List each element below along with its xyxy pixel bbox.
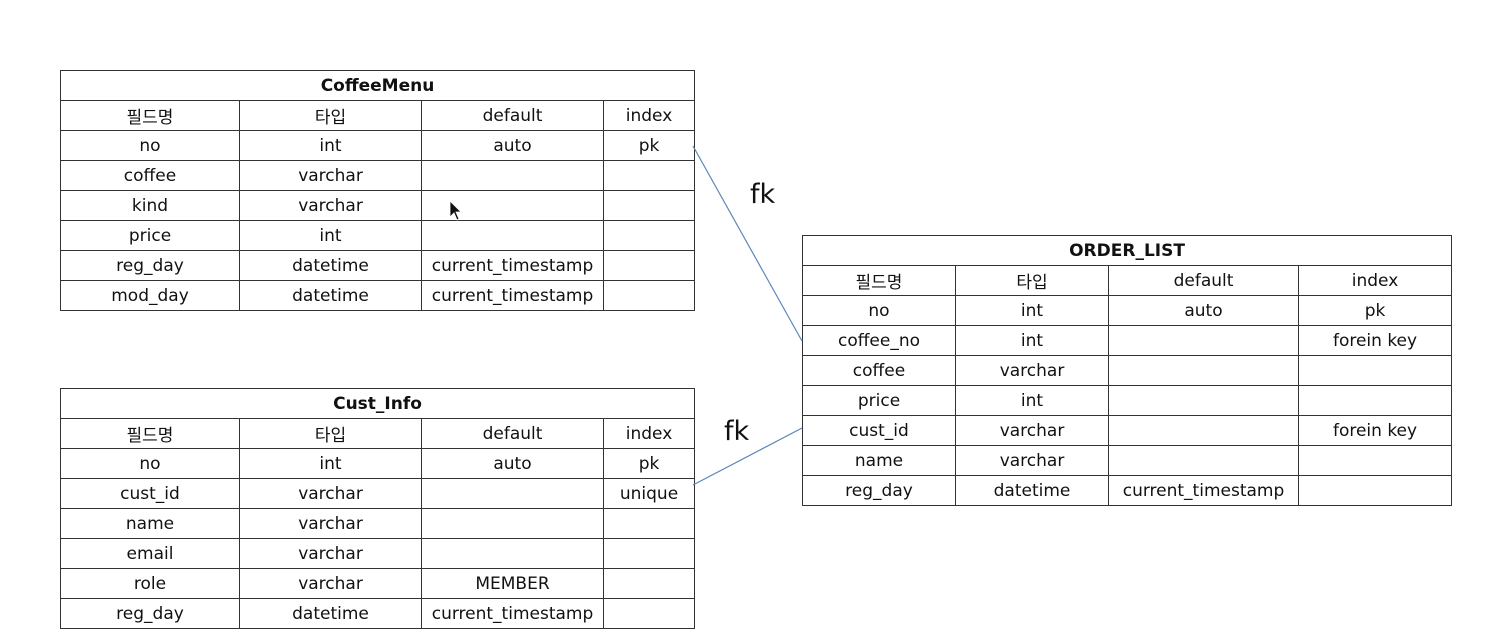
table-cell bbox=[1297, 355, 1453, 386]
table-cell: mod_day bbox=[60, 280, 240, 311]
table-cell: coffee_no bbox=[802, 325, 956, 356]
table-cell: reg_day bbox=[60, 598, 240, 629]
table-cell: cust_id bbox=[802, 415, 956, 446]
table-cell: no bbox=[802, 295, 956, 326]
header-row: 필드명 타입 default index bbox=[802, 265, 1453, 296]
table-cell: varchar bbox=[239, 478, 422, 509]
header-cell: 필드명 bbox=[60, 100, 240, 131]
table-cell bbox=[1108, 445, 1299, 476]
table-title: ORDER_LIST bbox=[801, 235, 1453, 266]
fk-line-cust bbox=[692, 427, 803, 486]
table-cell: role bbox=[60, 568, 240, 599]
header-row: 필드명 타입 default index bbox=[60, 100, 696, 131]
table-title: CoffeeMenu bbox=[59, 70, 696, 101]
table-cell: auto bbox=[421, 448, 604, 479]
header-row: 필드명 타입 default index bbox=[60, 418, 696, 449]
table-cell: current_timestamp bbox=[421, 280, 604, 311]
table-cell: varchar bbox=[955, 445, 1109, 476]
table-cell bbox=[421, 160, 604, 191]
table-cell bbox=[421, 538, 604, 569]
table-cell: forein key bbox=[1297, 325, 1453, 356]
table-cell bbox=[421, 478, 604, 509]
table-cell: varchar bbox=[239, 568, 422, 599]
table-cell: unique bbox=[602, 478, 696, 509]
table-cell: auto bbox=[421, 130, 604, 161]
fk-label-cust: fk bbox=[724, 416, 750, 447]
table-cell: kind bbox=[60, 190, 240, 221]
table-cell: forein key bbox=[1297, 415, 1453, 446]
table-cell bbox=[602, 598, 696, 629]
table-cell: int bbox=[239, 130, 422, 161]
table-cell: reg_day bbox=[802, 475, 956, 506]
table-cell: datetime bbox=[955, 475, 1109, 506]
table-cell: name bbox=[802, 445, 956, 476]
header-cell: 타입 bbox=[239, 418, 422, 449]
table-cell: datetime bbox=[239, 250, 422, 281]
table-cell bbox=[602, 568, 696, 599]
table-cell: current_timestamp bbox=[1108, 475, 1299, 506]
fk-label-coffee: fk bbox=[750, 179, 776, 210]
mouse-pointer-icon bbox=[449, 200, 462, 221]
header-cell: default bbox=[421, 418, 604, 449]
table-cell: varchar bbox=[239, 508, 422, 539]
table-cell bbox=[602, 280, 696, 311]
table-cell: price bbox=[802, 385, 956, 416]
table-cell: email bbox=[60, 538, 240, 569]
table-cell: varchar bbox=[239, 190, 422, 221]
table-cell: datetime bbox=[239, 280, 422, 311]
header-cell: index bbox=[602, 100, 696, 131]
table-cell: varchar bbox=[239, 160, 422, 191]
header-cell: 필드명 bbox=[60, 418, 240, 449]
fk-line-coffee bbox=[692, 145, 803, 342]
table-cell: current_timestamp bbox=[421, 250, 604, 281]
table-cell: pk bbox=[602, 448, 696, 479]
header-cell: 필드명 bbox=[802, 265, 956, 296]
table-cell: varchar bbox=[955, 415, 1109, 446]
table-cell: varchar bbox=[955, 355, 1109, 386]
table-cell: int bbox=[955, 385, 1109, 416]
table-cell: coffee bbox=[60, 160, 240, 191]
header-cell: default bbox=[1108, 265, 1299, 296]
table-cell bbox=[1108, 325, 1299, 356]
table-cell: datetime bbox=[239, 598, 422, 629]
table-cell bbox=[1297, 445, 1453, 476]
table-cell: reg_day bbox=[60, 250, 240, 281]
table-cell bbox=[1297, 475, 1453, 506]
header-cell: index bbox=[1297, 265, 1453, 296]
table-cell: name bbox=[60, 508, 240, 539]
header-cell: default bbox=[421, 100, 604, 131]
table-cell: pk bbox=[602, 130, 696, 161]
table-cell bbox=[602, 508, 696, 539]
